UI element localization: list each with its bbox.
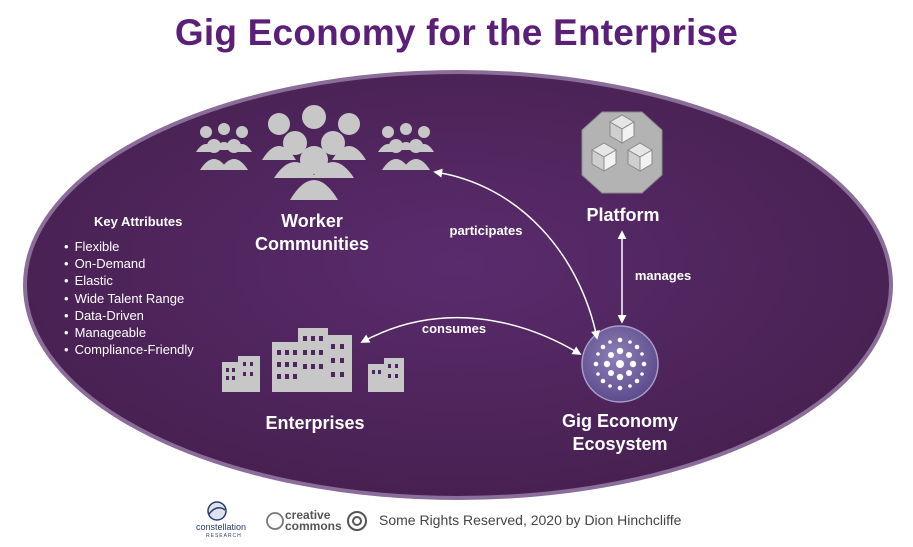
cc-text-top: creative [285,508,331,522]
participates-label: participates [449,223,523,238]
attribute-item: Data-Driven [64,307,194,324]
cc-text-bottom: commons [285,519,342,533]
gig-ecosystem-label-line2: Ecosystem [572,434,668,454]
attribute-item: Manageable [64,324,194,341]
attribute-item: Flexible [64,238,194,255]
consumes-arrow [360,317,582,355]
share-alike-icon [347,511,367,531]
gig-ecosystem-label: Gig Economy Ecosystem [540,410,700,456]
participates-arrow [433,168,600,340]
worker-group-large-icon [262,105,366,200]
attribute-item: Elastic [64,272,194,289]
manages-label: manages [634,268,692,283]
constellation-logo-text: constellation [196,522,247,532]
key-attributes-panel: Key Attributes Flexible On-Demand Elasti… [64,214,194,358]
consumes-label: consumes [421,321,487,336]
worker-group-small-right-icon [378,123,434,170]
creative-commons-text: creative commons [285,508,342,533]
key-attributes-heading: Key Attributes [94,214,183,229]
attribute-item: Compliance-Friendly [64,341,194,358]
rights-footer: Some Rights Reserved, 2020 by Dion Hinch… [379,512,682,528]
enterprises-label: Enterprises [265,413,365,433]
gig-ecosystem-icon [581,325,659,403]
enterprise-buildings-icon [222,328,404,392]
gig-ecosystem-label-line1: Gig Economy [561,411,678,431]
platform-label: Platform [586,205,660,225]
page-title: Gig Economy for the Enterprise [174,12,739,53]
worker-communities-label-line1: Worker [281,211,343,231]
worker-communities-label-line2: Communities [254,234,369,254]
key-attributes-list: Flexible On-Demand Elastic Wide Talent R… [64,238,194,358]
constellation-logo-subtext: RESEARCH [206,533,242,539]
platform-cubes-icon [581,111,663,194]
creative-commons-logo-icon [266,512,284,530]
worker-group-small-left-icon [196,123,252,170]
worker-communities-label: Worker Communities [232,210,392,256]
attribute-item: On-Demand [64,255,194,272]
constellation-logo-icon [207,501,227,521]
attribute-item: Wide Talent Range [64,290,194,307]
